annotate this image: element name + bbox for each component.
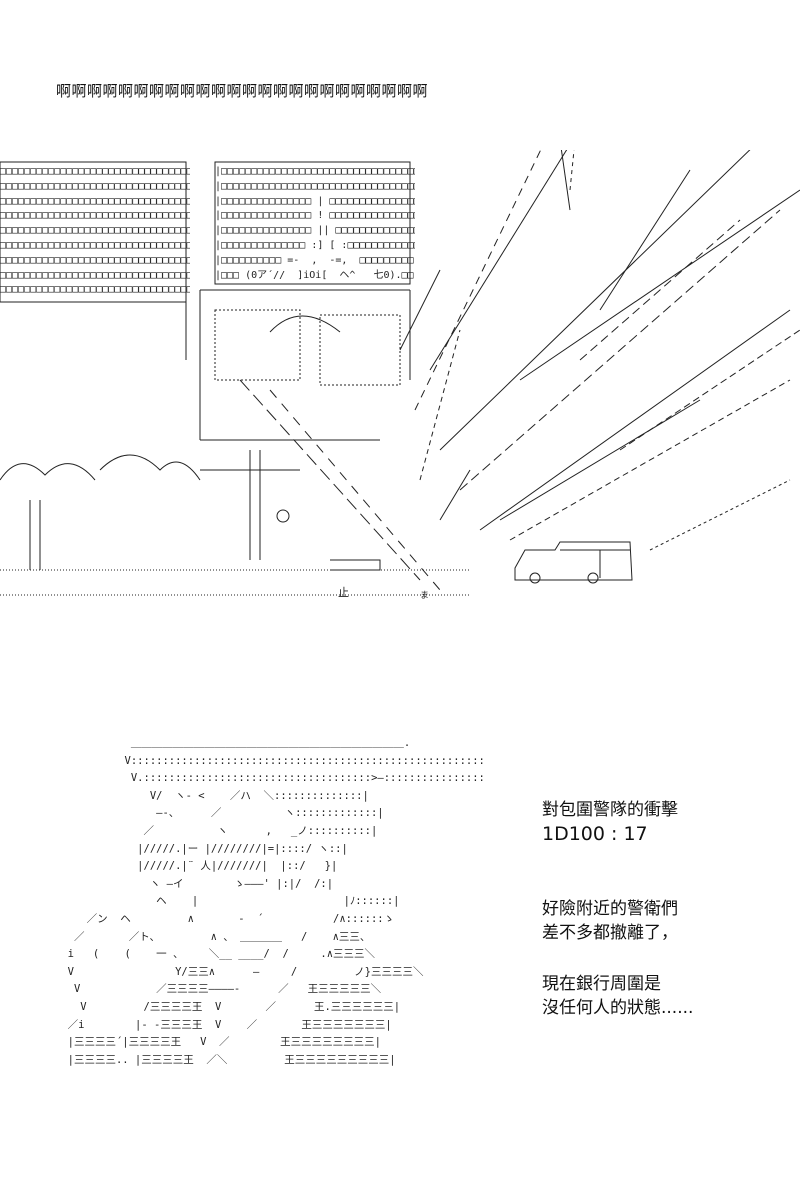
caption-paragraph-1: 好險附近的警衛們 差不多都撤離了， [542,897,772,945]
right-building-blocks: |□□□□□□□□□□□□□□□□□□□□□□□□□□□□□□□□□□□| |□… [215,166,415,281]
figure-ascii: ＿＿＿＿＿＿＿＿＿＿＿＿＿＿＿＿＿＿＿＿＿＿＿＿＿＿. V:::::::::::… [67,737,485,1066]
scream-text: 啊啊啊啊啊啊啊啊啊啊啊啊啊啊啊啊啊啊啊啊啊啊啊啊 [56,82,429,100]
caption-p1-line1: 好險附近的警衛們 [542,899,678,919]
character-figure: ＿＿＿＿＿＿＿＿＿＿＿＿＿＿＿＿＿＿＿＿＿＿＿＿＿＿. V:::::::::::… [55,735,485,1075]
caption-p2-line2: 沒任何人的狀態...... [542,998,694,1018]
caption-title: 對包圍警隊的衝擊 [542,800,678,820]
scene-linework: 止 ま [0,150,800,601]
caption-paragraph-2: 現在銀行周圍是 沒任何人的狀態...... [542,972,772,1020]
sign-text: 止 [338,586,349,599]
explosion-scene: □□□□□□□□□□□□□□□□□□□□□□□□□□□□□□□□□□□□))))… [0,150,800,610]
caption-p1-line2: 差不多都撤離了， [542,923,678,943]
small-label: ま [420,590,429,601]
left-building-blocks: □□□□□□□□□□□□□□□□□□□□□□□□□□□□□□□□□□□□))))… [0,166,190,296]
caption-p2-line1: 現在銀行周圍是 [542,974,661,994]
dice-roll: 1D100 : 17 [542,823,648,845]
